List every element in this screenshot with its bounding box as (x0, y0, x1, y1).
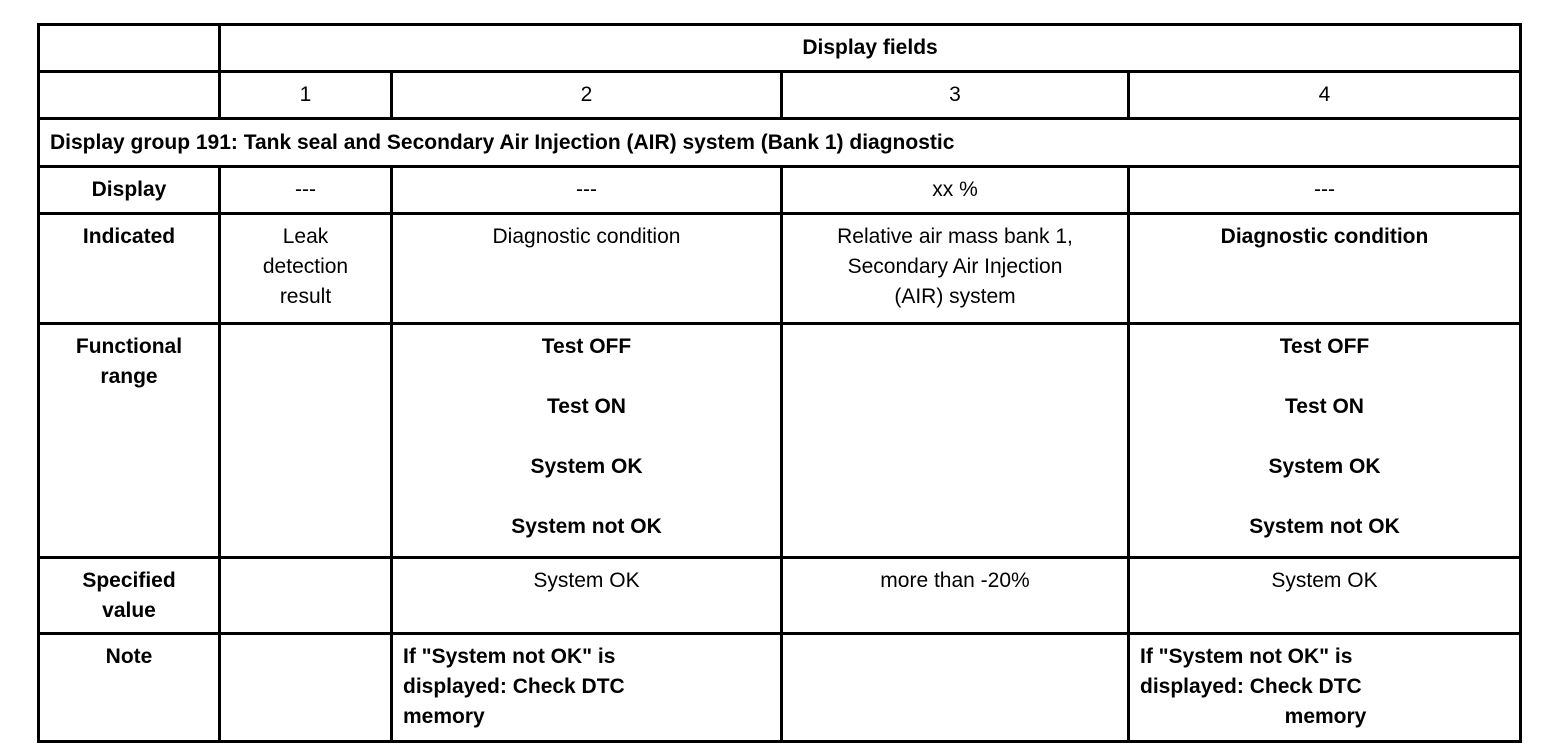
field-number-1: 1 (218, 70, 393, 120)
row-label-functional-range: Functional range (37, 322, 221, 559)
row-label-indicated: Indicated (37, 212, 221, 325)
table-row-note: Note If "System not OK" is displayed: Ch… (37, 632, 1523, 743)
note-f4-last-line: memory (1284, 705, 1367, 728)
display-group-table: Display fields 1 2 3 4 Display group 191… (36, 23, 1523, 743)
corner-empty-cell (37, 23, 221, 73)
table-row-functional-range: Functional range Test OFF Test ON System… (37, 322, 1523, 559)
cell-functional-f3 (780, 322, 1130, 559)
cell-indicated-f1: Leak detection result (218, 212, 393, 325)
cell-display-f1: --- (218, 165, 393, 215)
cell-display-f4: --- (1126, 165, 1523, 215)
field-number-2: 2 (390, 70, 783, 120)
cell-specified-f2: System OK (390, 556, 783, 635)
row-label-specified-value: Specified value (37, 556, 221, 635)
cell-functional-f1 (218, 322, 393, 559)
cell-note-f3 (780, 632, 1130, 743)
cell-functional-f4: Test OFF Test ON System OK System not OK (1126, 322, 1523, 559)
table-row-header: Display fields (37, 23, 1523, 73)
cell-specified-f3: more than -20% (780, 556, 1130, 635)
table-row-specified-value: Specified value System OK more than -20%… (37, 556, 1523, 635)
cell-indicated-f3: Relative air mass bank 1, Secondary Air … (780, 212, 1130, 325)
group-title-cell: Display group 191: Tank seal and Seconda… (36, 117, 1523, 168)
cell-functional-f2: Test OFF Test ON System OK System not OK (390, 322, 783, 559)
field-number-3: 3 (780, 70, 1130, 120)
cell-note-f2: If "System not OK" is displayed: Check D… (390, 632, 783, 743)
table-row-display: Display --- --- xx % --- (37, 165, 1523, 215)
row-label-display: Display (37, 165, 221, 215)
table-row-group-title: Display group 191: Tank seal and Seconda… (36, 117, 1523, 168)
note-f4-main-lines: If "System not OK" is displayed: Check D… (1140, 645, 1362, 698)
document-page: Display fields 1 2 3 4 Display group 191… (36, 23, 1523, 743)
cell-indicated-f4: Diagnostic condition (1126, 212, 1523, 325)
label-empty-cell (37, 70, 221, 120)
cell-display-f2: --- (390, 165, 783, 215)
cell-indicated-f2: Diagnostic condition (390, 212, 783, 325)
row-label-note: Note (37, 632, 221, 743)
cell-specified-f4: System OK (1126, 556, 1523, 635)
cell-note-f4: If "System not OK" is displayed: Check D… (1126, 632, 1523, 743)
field-number-4: 4 (1126, 70, 1523, 120)
cell-specified-f1 (218, 556, 393, 635)
cell-note-f1 (218, 632, 393, 743)
display-fields-header-cell: Display fields (217, 23, 1523, 73)
table-row-indicated: Indicated Leak detection result Diagnost… (37, 212, 1523, 325)
table-row-field-numbers: 1 2 3 4 (37, 70, 1523, 120)
cell-display-f3: xx % (780, 165, 1130, 215)
